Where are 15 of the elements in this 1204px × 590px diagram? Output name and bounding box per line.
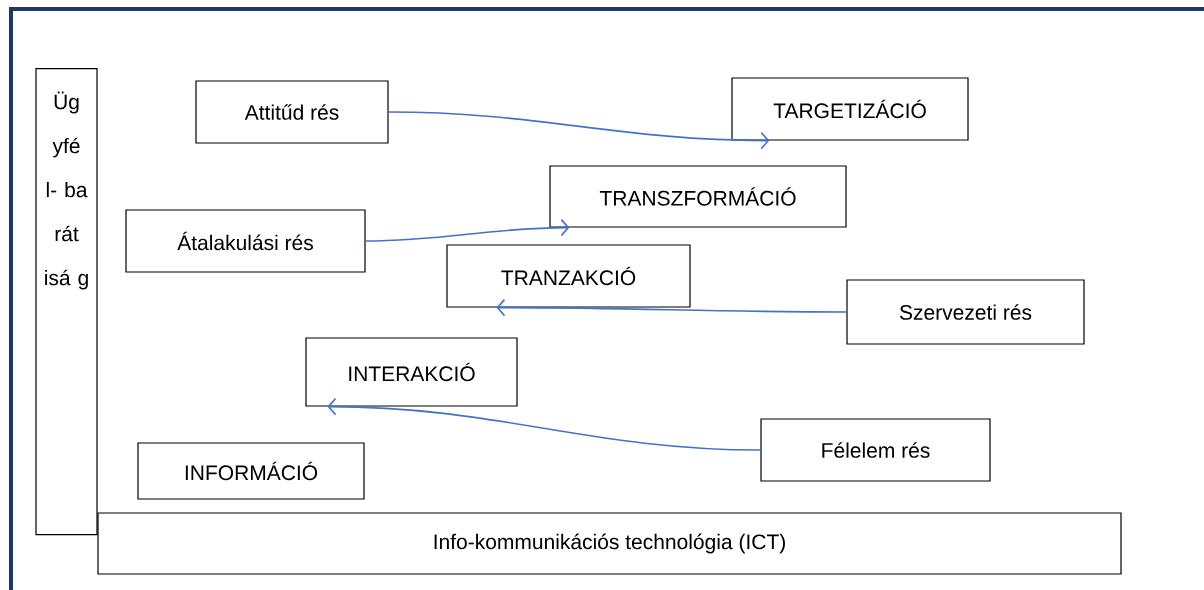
curved-arrow <box>364 218 570 242</box>
vertical-text-box: Üg yfé l- ba rát isá g <box>35 68 98 536</box>
gap-box: Félelem rés <box>760 418 991 482</box>
stage-box: INTERAKCIÓ <box>305 337 518 407</box>
curved-arrow <box>327 397 762 451</box>
stage-box: TRANSZFORMÁCIÓ <box>549 165 847 228</box>
stage-box: TRANZAKCIÓ <box>446 244 691 308</box>
gap-box: Attitűd rés <box>195 80 389 144</box>
gap-box: Átalakulási rés <box>125 209 366 273</box>
stage-box: TARGETIZÁCIÓ <box>731 77 969 141</box>
gap-box: Szervezeti rés <box>846 279 1085 345</box>
base-bar: Info-kommunikációs technológia (ICT) <box>97 512 1122 575</box>
curved-arrow <box>387 111 770 150</box>
stage-box: INFORMÁCIÓ <box>137 442 365 500</box>
curved-arrow <box>496 298 848 317</box>
